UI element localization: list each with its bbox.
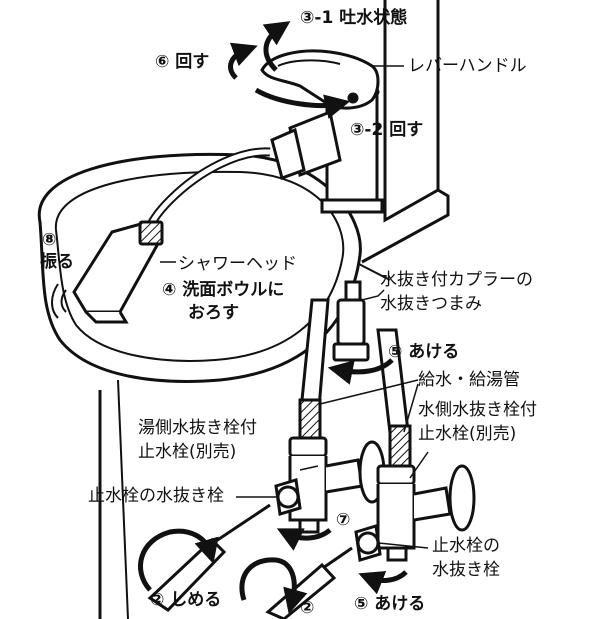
wash-bowl — [37, 152, 362, 383]
arrow-open5-bottom — [358, 570, 408, 595]
label-lower-to-bowl-2: おろす — [188, 303, 239, 323]
label-shake-8-num: ⑧ — [42, 230, 57, 250]
faucet-body — [270, 82, 384, 214]
label-cold-valve-1: 水側水抜き栓付 — [418, 400, 537, 420]
label-valve-drain-plug-right-1: 止水栓の — [432, 536, 500, 556]
arrow-tighten2 — [138, 528, 219, 592]
label-coupler-drain-1: 水抜き付カプラーの — [380, 270, 533, 290]
label-shower-head: シャワーヘッド — [178, 254, 297, 274]
shower-head — [72, 220, 164, 324]
label-lower-to-bowl-1: ④ 洗面ボウルに — [162, 280, 285, 300]
label-step-2: ② — [300, 598, 315, 618]
label-rotate-6: ⑥ 回す — [155, 52, 210, 72]
label-rotate-3-2: ③-2 回す — [350, 120, 424, 140]
arrow-discharge — [262, 21, 291, 72]
arrow-open5-top — [327, 358, 394, 385]
label-tighten-2: ② しめる — [150, 590, 222, 610]
label-discharge-state: ③-1 吐水状態 — [300, 8, 408, 28]
label-open-5-top: ⑤ あける — [388, 342, 460, 362]
label-cold-valve-2: 止水栓(別売) — [418, 424, 517, 444]
arrow-rotate3-2 — [254, 87, 351, 119]
arrow-step7 — [276, 527, 332, 551]
label-shake-8-text: 振る — [40, 252, 74, 272]
lever-handle — [260, 49, 380, 110]
label-supply-pipes: 給水・給湯管 — [418, 370, 520, 390]
supply-pipes — [298, 298, 412, 468]
arrow-rotate6 — [228, 42, 258, 80]
arrow-step2 — [239, 557, 308, 615]
coupler — [332, 280, 370, 362]
label-lever-handle: レバーハンドル — [408, 56, 527, 76]
cold-stop-valve — [354, 464, 476, 562]
label-valve-drain-plug-left: 止水栓の水抜き栓 — [88, 486, 224, 506]
label-hot-valve-2: 止水栓(別売) — [138, 442, 237, 462]
hot-stop-valve — [274, 436, 386, 534]
action-arrows — [138, 21, 408, 615]
shake-marks — [51, 283, 67, 319]
leader-lines — [160, 65, 429, 549]
label-open-5-bottom: ⑤ あける — [354, 594, 426, 614]
label-hot-valve-1: 湯側水抜き栓付 — [138, 418, 257, 438]
label-coupler-drain-2: 水抜きつまみ — [380, 294, 482, 314]
vanity-cabinet — [98, 0, 450, 619]
label-valve-drain-plug-right-2: 水抜き栓 — [432, 560, 500, 580]
label-step-7: ⑦ — [336, 510, 351, 530]
